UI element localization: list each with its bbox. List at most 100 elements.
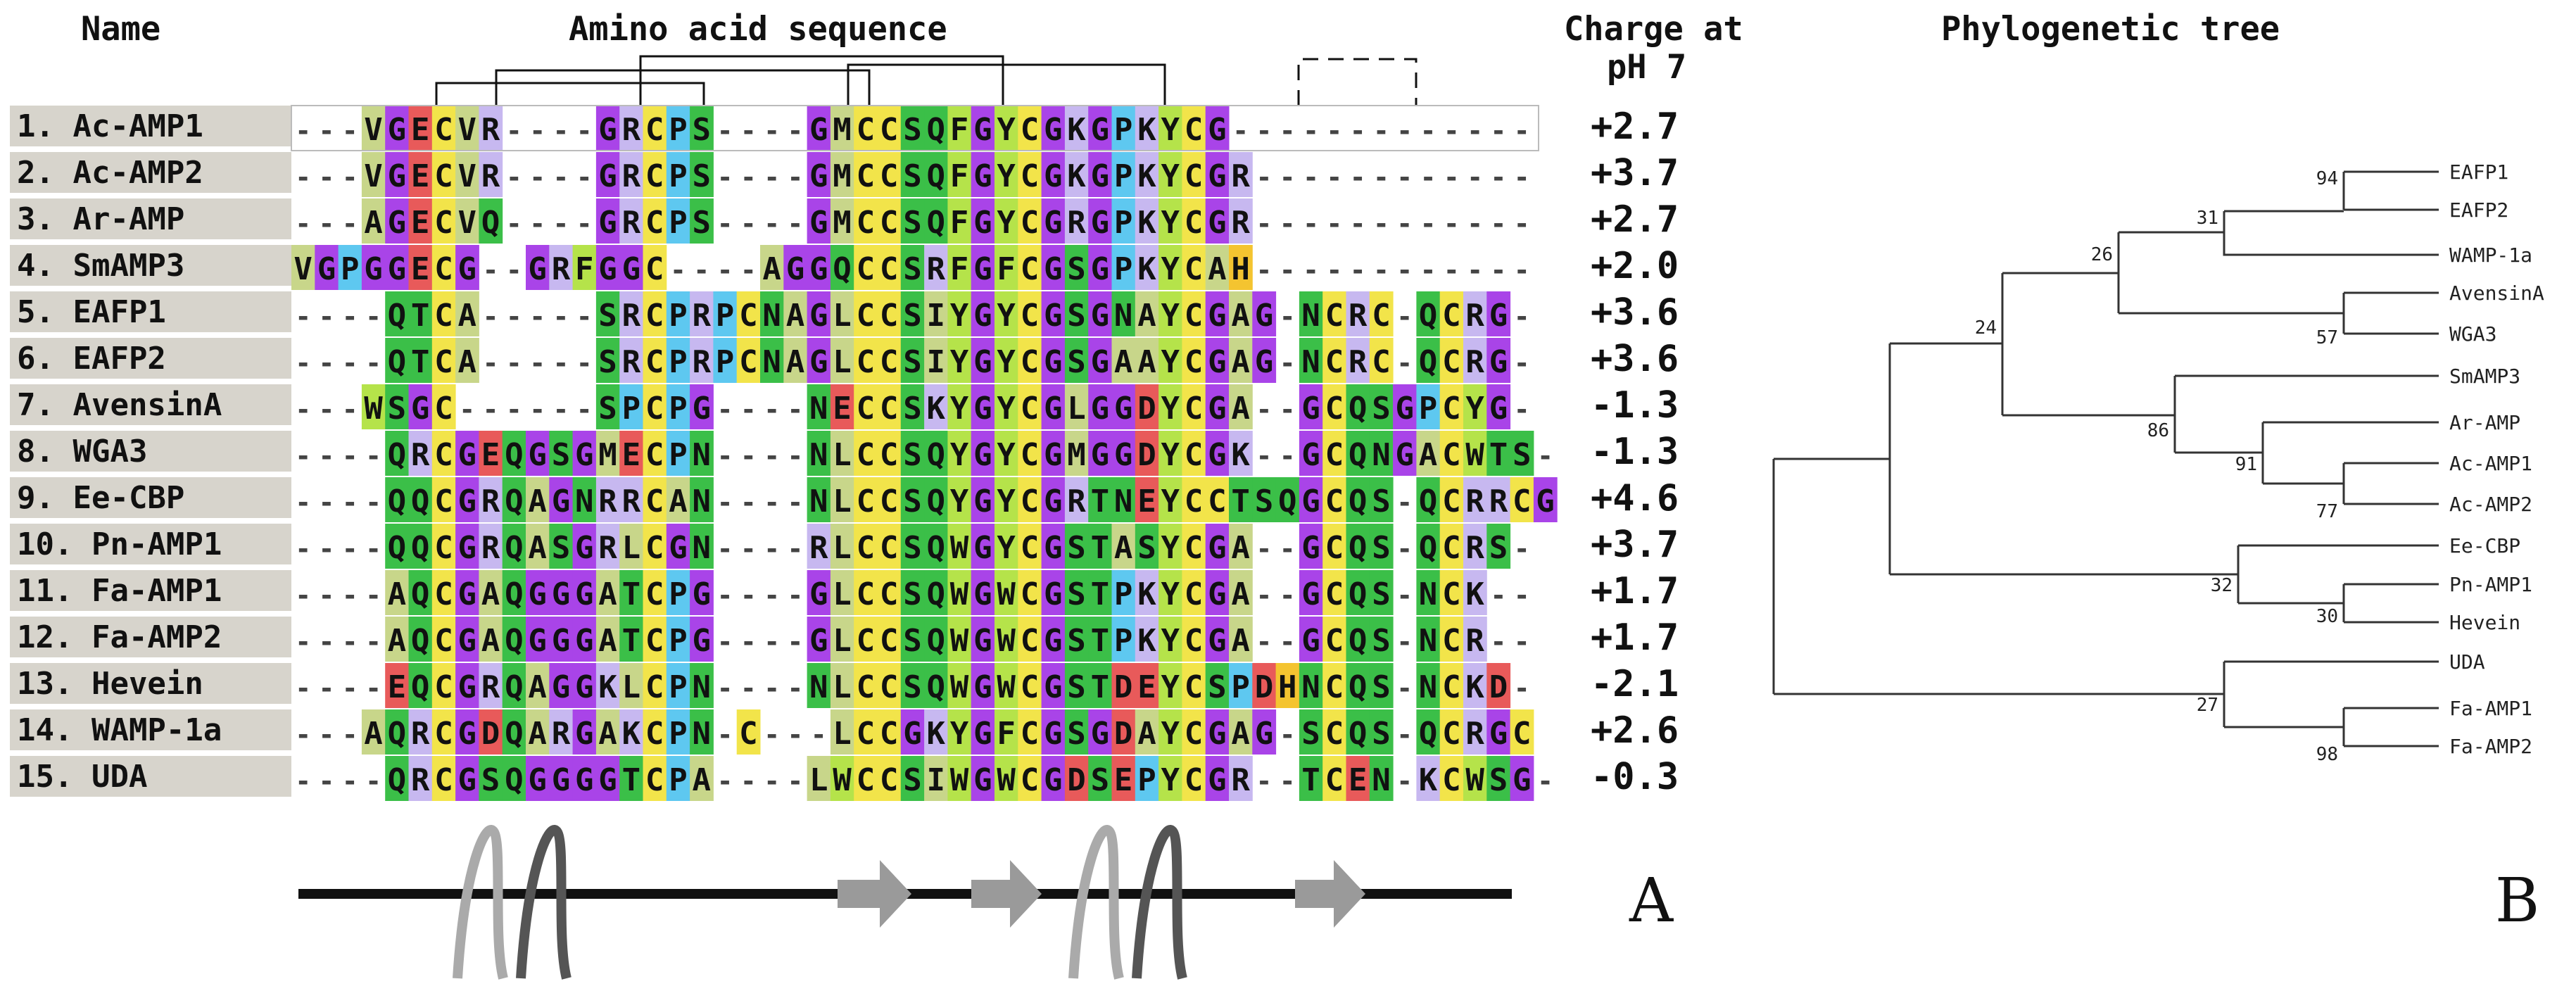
residue-letter: Y [1161,298,1180,334]
residue-letter: Q [1349,391,1368,427]
residue-letter: S [903,205,922,241]
residue-cell [619,338,643,383]
residue-cell [455,477,479,522]
disulfide-brackets [435,55,1418,106]
bootstrap-value: 57 [2316,327,2338,348]
residue-cell [595,477,620,522]
gap-char: - [740,208,757,239]
gap-char: - [576,115,593,146]
gap-char: - [1350,208,1366,239]
residue-letter: C [1208,484,1227,519]
gap-char: - [1256,115,1273,146]
residue-cell [431,106,456,151]
gap-char: - [1420,208,1437,239]
branch-27 [2223,660,2439,728]
residue-cell [783,245,808,290]
residue-cell [385,431,409,476]
gap-char: - [1514,255,1530,286]
residue-cell [1182,431,1206,476]
gap-char: - [319,441,335,472]
residue-letter: G [809,344,828,380]
residue-letter: A [1114,344,1133,380]
residue-letter: E [411,158,430,194]
residue-cell [431,198,456,244]
residue-cell [1275,477,1300,522]
tree-leaf-label: Fa-AMP1 [2449,697,2532,720]
residue-letter: C [880,391,899,427]
residue-cell [830,338,854,383]
residue-cell [995,291,1018,336]
gap-char: - [788,534,804,564]
residue-letter: Y [997,344,1016,380]
residue-letter: C [434,205,453,241]
seq-name-3: 3. Ar-AMP [10,198,291,241]
gap-char: - [529,301,545,332]
gap-char: - [576,208,593,239]
residue-cell [1252,291,1277,336]
residue-letter: Q [1419,344,1438,380]
gap-char: - [788,162,804,193]
residue-letter: K [1231,437,1250,473]
residue-cell [877,431,902,476]
residue-cell [830,152,854,197]
residue-letter: A [528,484,547,519]
gap-char: - [764,534,780,564]
residue-cell [1182,152,1206,197]
residue-cell [830,291,854,336]
residue-letter: Q [1419,484,1438,519]
residue-cell [1111,245,1136,290]
residue-letter: Q [927,484,946,519]
tree-leaf-label: WGA3 [2449,322,2496,346]
residue-cell [1088,291,1112,336]
residue-letter: C [1325,484,1344,519]
gap-char: - [1514,348,1530,379]
residue-cell [408,477,433,522]
residue-letter: Q [1349,530,1368,566]
residue-letter: N [1114,298,1133,334]
residue-cell [854,338,878,383]
residue-letter: N [1114,484,1133,519]
charge-value-3: +2.7 [1591,198,1679,241]
gap-char: - [1350,255,1366,286]
residue-letter: N [809,391,828,427]
residue-letter: Q [927,205,946,241]
residue-cell [1111,431,1136,476]
residue-cell [924,431,948,476]
residue-cell [1088,431,1112,476]
residue-cell [643,570,667,615]
residue-letter: L [833,437,852,473]
residue-letter: R [1349,344,1368,380]
residue-letter: N [1301,344,1320,380]
residue-letter: G [458,437,477,473]
residue-letter: R [1231,205,1250,241]
residue-letter: Y [997,158,1016,194]
residue-letter: I [927,298,946,334]
residue-letter: Q [411,576,430,612]
gap-char: - [1280,255,1296,286]
residue-letter: E [481,437,500,473]
residue-letter: G [552,576,571,612]
gap-char: - [1444,255,1460,286]
residue-letter: G [1396,391,1415,427]
residue-letter: G [317,251,336,287]
residue-cell [854,524,878,569]
residue-cell [1158,524,1182,569]
residue-cell [572,245,597,290]
residue-letter: G [1044,437,1063,473]
residue-cell [1018,384,1042,429]
residue-letter: Y [950,437,969,473]
residue-letter: Y [997,205,1016,241]
residue-letter: Y [1161,344,1180,380]
residue-letter: W [1465,437,1484,473]
residue-cell [924,152,948,197]
residue-cell [595,570,620,615]
residue-cell [1369,477,1394,522]
residue-cell [1018,245,1042,290]
residue-cell [408,198,433,244]
residue-cell [947,477,972,522]
tree-leaf-label: Hevein [2449,611,2520,634]
residue-cell [1229,245,1253,290]
residue-cell [619,106,643,151]
residue-letter: F [950,205,969,241]
gap-char: - [1350,115,1366,146]
